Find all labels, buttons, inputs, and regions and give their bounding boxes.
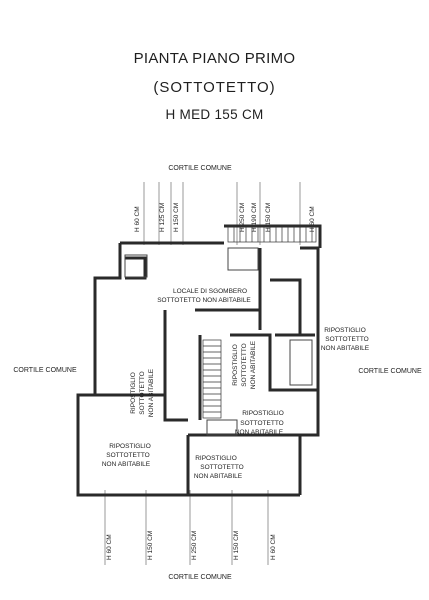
height-label: H 60 CM xyxy=(134,206,141,232)
height-label: H 60 CM xyxy=(309,206,316,232)
average-height: H MED 155 CM xyxy=(165,107,264,122)
room-locale-l2: SOTTOTETTO NON ABITABILE xyxy=(157,297,251,304)
room-lv-l3: NON ABITABILE xyxy=(148,368,155,417)
height-label: H 250 CM xyxy=(191,531,198,560)
label-cortile-bottom: CORTILE COMUNE xyxy=(168,574,232,581)
room-mid-l2: SOTTOTETTO xyxy=(240,420,283,427)
room-cv-l2: SOTTOTETTO xyxy=(241,343,248,386)
room-bm-l3: NON ABITABILE xyxy=(194,473,243,480)
room-bl-l2: SOTTOTETTO xyxy=(106,452,149,459)
height-label: H 60 CM xyxy=(270,534,277,560)
room-mid-l1: RIPOSTIGLIO xyxy=(242,410,284,417)
room-lv-l2: SOTTOTETTO xyxy=(139,371,146,414)
bottom-height-labels: H 60 CM H 150 CM H 250 CM H 150 CM H 60 … xyxy=(106,531,277,560)
thin-walls xyxy=(124,247,313,436)
section-lines xyxy=(104,182,301,565)
room-labels-vertical: RIPOSTIGLIO SOTTOTETTO NON ABITABILE RIP… xyxy=(130,340,257,417)
room-lv-l1: RIPOSTIGLIO xyxy=(130,372,137,414)
stair-top xyxy=(227,225,317,243)
plan-title: PIANTA PIANO PRIMO xyxy=(133,50,296,67)
room-locale-l1: LOCALE DI SGOMBERO xyxy=(173,288,247,295)
room-cv-l3: NON ABITABILE xyxy=(250,340,257,389)
room-right-l3: NON ABITABILE xyxy=(321,345,370,352)
room-labels: LOCALE DI SGOMBERO SOTTOTETTO NON ABITAB… xyxy=(102,288,370,480)
room-bl-l1: RIPOSTIGLIO xyxy=(109,443,151,450)
height-label: H 150 CM xyxy=(147,531,154,560)
room-cv-l1: RIPOSTIGLIO xyxy=(232,344,239,386)
label-cortile-left: CORTILE COMUNE xyxy=(13,367,77,374)
stair-central xyxy=(202,339,222,419)
room-mid-l3: NON ABITABILE xyxy=(235,429,284,436)
room-bl-l3: NON ABITABILE xyxy=(102,461,151,468)
height-label: H 150 CM xyxy=(265,203,272,232)
label-cortile-right: CORTILE COMUNE xyxy=(358,368,422,375)
height-label: H 190 CM xyxy=(251,203,258,232)
room-bm-l1: RIPOSTIGLIO xyxy=(195,455,237,462)
walls xyxy=(76,224,322,497)
height-label: H 125 CM xyxy=(159,203,166,232)
height-label: H 250 CM xyxy=(239,203,246,232)
height-label: H 60 CM xyxy=(106,534,113,560)
height-label: H 150 CM xyxy=(233,531,240,560)
room-bm-l2: SOTTOTETTO xyxy=(200,464,243,471)
label-cortile-top: CORTILE COMUNE xyxy=(168,165,232,172)
plan-subtitle: (SOTTOTETTO) xyxy=(153,79,276,96)
height-label: H 150 CM xyxy=(173,203,180,232)
room-right-l2: SOTTOTETTO xyxy=(325,336,368,343)
top-height-labels: H 60 CM H 125 CM H 150 CM H 250 CM H 190… xyxy=(134,203,316,232)
room-right-l1: RIPOSTIGLIO xyxy=(324,327,366,334)
